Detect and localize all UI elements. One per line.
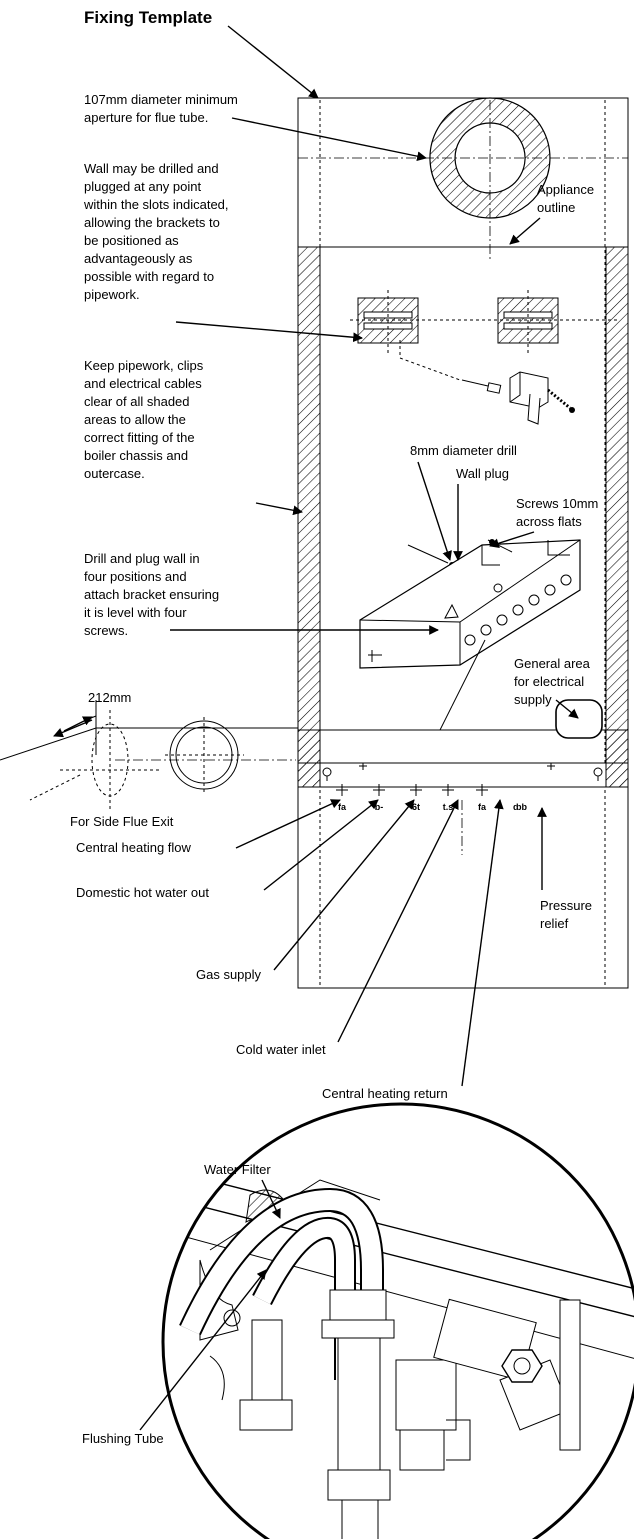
cold-water-inlet-label: Cold water inlet (236, 1042, 326, 1057)
gas-supply-label: Gas supply (196, 967, 262, 982)
electrical-supply-label: General area for electrical supply (514, 656, 594, 707)
connection-mark-1 (336, 784, 348, 796)
connection-mark-4 (442, 784, 454, 796)
drill-size-arrow (417, 461, 452, 561)
side-dimension-label: 212mm (88, 690, 131, 705)
connection-code-3: 6t (412, 802, 420, 812)
cold-water-inlet-arrow (337, 799, 459, 1043)
drill-size-label: 8mm diameter drill (410, 443, 517, 458)
connection-mark-5 (476, 784, 488, 796)
pressure-relief-label: Pressure relief (540, 898, 596, 931)
flushing-tube-label: Flushing Tube (82, 1431, 164, 1446)
side-flue-label: For Side Flue Exit (70, 814, 174, 829)
gas-supply-arrow (273, 799, 415, 971)
bracket-slots (350, 290, 620, 381)
diagram-title: Fixing Template (84, 8, 212, 27)
appliance-outline (297, 246, 629, 788)
screws-arrow (489, 531, 535, 548)
connection-code-4: t.s (443, 802, 454, 812)
screws-label: Screws 10mm across flats (516, 496, 602, 529)
central-heating-flow-label: Central heating flow (76, 840, 192, 855)
flue-aperture-arrow (231, 117, 427, 162)
drill-plug-bracket-note: Drill and plug wall in four positions an… (84, 551, 223, 638)
flushing-tube-arrow (139, 1269, 267, 1431)
water-filter-arrow (261, 1179, 281, 1219)
central-heating-return-arrow (461, 799, 504, 1087)
title-pointer (227, 25, 319, 99)
central-heating-return-label: Central heating return (322, 1086, 448, 1101)
appliance-outline-label: Appliance outline (537, 182, 598, 215)
water-filter-detail (161, 1102, 634, 1539)
water-filter-label: Water Filter (204, 1162, 271, 1177)
domestic-hot-water-label: Domestic hot water out (76, 885, 209, 900)
domestic-hot-water-arrow (263, 799, 379, 891)
keep-clear-note: Keep pipework, clips and electrical cabl… (84, 358, 207, 481)
appliance-outline-arrow (509, 217, 541, 245)
flue-aperture-label: 107mm diameter minimum aperture for flue… (84, 92, 242, 125)
upper-bracket-detail (461, 371, 575, 425)
wall-drill-note: Wall may be drilled and plugged at any p… (83, 161, 232, 302)
main-bracket (359, 539, 581, 731)
connection-code-5: fa (478, 802, 487, 812)
connection-mark-3 (410, 784, 422, 796)
wall-drill-arrow (175, 321, 363, 343)
electrical-supply-arrow (555, 699, 579, 719)
side-flue-detail: 212mm For Side Flue Exit (0, 690, 298, 829)
connection-code-2: b- (375, 802, 384, 812)
connection-bar: fa b- 6t t.s fa ȸb (322, 763, 603, 855)
connection-code-6: ȸb (513, 802, 528, 812)
connection-mark-2 (373, 784, 385, 796)
wall-plug-label: Wall plug (456, 466, 509, 481)
flue-aperture (429, 97, 551, 219)
connection-code-1: fa (338, 802, 347, 812)
central-heating-flow-arrow (235, 799, 341, 849)
keep-clear-arrow (255, 502, 303, 516)
